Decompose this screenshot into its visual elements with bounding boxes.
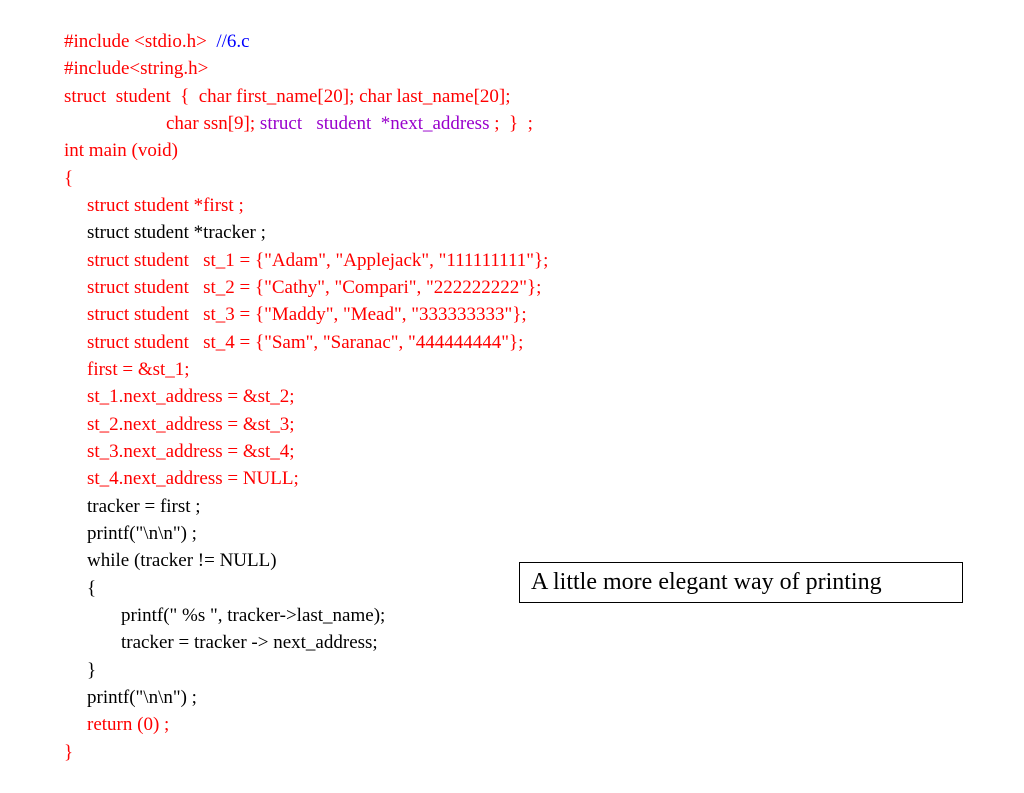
first-pointer-decl: struct student *first ; bbox=[87, 195, 244, 216]
code-line-7: struct student *first ; bbox=[68, 165, 244, 216]
code-line-6: { bbox=[45, 138, 73, 189]
file-comment: //6.c bbox=[216, 31, 250, 52]
code-line-8: struct student *tracker ; bbox=[68, 192, 266, 243]
code-line-11: struct student st_3 = {"Maddy", "Mead", … bbox=[68, 274, 527, 325]
code-line-20: while (tracker != NULL) bbox=[68, 520, 277, 571]
tracker-assign: tracker = first ; bbox=[87, 496, 201, 517]
return-statement: return (0) ; bbox=[87, 714, 170, 735]
main-signature: int main (void) bbox=[64, 140, 178, 161]
code-line-9: struct student st_1 = {"Adam", "Applejac… bbox=[68, 220, 548, 271]
printf-last-name: printf(" %s ", tracker->last_name); bbox=[121, 605, 386, 626]
code-line-15: st_2.next_address = &st_3; bbox=[68, 384, 295, 435]
code-line-4: char ssn[9]; struct student *next_addres… bbox=[147, 83, 533, 134]
while-condition: while (tracker != NULL) bbox=[87, 550, 277, 571]
next-address-field: struct student *next_address bbox=[259, 113, 490, 134]
include-stdio: #include <stdio.h> bbox=[64, 31, 217, 52]
code-line-25: printf("\n\n") ; bbox=[68, 657, 197, 708]
annotation-callout: A little more elegant way of printing bbox=[519, 562, 963, 603]
annotation-text: A little more elegant way of printing bbox=[531, 569, 882, 595]
code-line-10: struct student st_2 = {"Cathy", "Compari… bbox=[68, 247, 541, 298]
code-line-14: st_1.next_address = &st_2; bbox=[68, 356, 295, 407]
include-string: #include<string.h> bbox=[64, 58, 209, 79]
first-assign: first = &st_1; bbox=[87, 359, 190, 380]
printf-newlines-1: printf("\n\n") ; bbox=[87, 523, 197, 544]
code-line-26: return (0) ; bbox=[68, 684, 169, 735]
st4-init: struct student st_4 = {"Sam", "Saranac",… bbox=[87, 332, 524, 353]
code-line-3: struct student { char first_name[20]; ch… bbox=[45, 56, 511, 107]
code-line-5: int main (void) bbox=[45, 110, 178, 161]
code-line-19: printf("\n\n") ; bbox=[68, 493, 197, 544]
code-line-1: #include <stdio.h> //6.c bbox=[45, 1, 250, 52]
struct-close: ; } ; bbox=[489, 113, 533, 134]
code-listing: #include <stdio.h> //6.c #include<string… bbox=[45, 1, 548, 763]
st1-link: st_1.next_address = &st_2; bbox=[87, 386, 295, 407]
code-line-23: tracker = tracker -> next_address; bbox=[102, 602, 378, 653]
main-close-brace: } bbox=[64, 742, 74, 763]
code-line-2: #include<string.h> bbox=[45, 28, 208, 79]
code-line-27: } bbox=[45, 712, 73, 763]
st2-init: struct student st_2 = {"Cathy", "Compari… bbox=[87, 277, 542, 298]
code-line-24: } bbox=[68, 630, 96, 681]
code-line-16: st_3.next_address = &st_4; bbox=[68, 411, 295, 462]
st3-init: struct student st_3 = {"Maddy", "Mead", … bbox=[87, 304, 527, 325]
code-line-13: first = &st_1; bbox=[68, 329, 190, 380]
while-close-brace: } bbox=[87, 660, 97, 681]
st2-link: st_2.next_address = &st_3; bbox=[87, 414, 295, 435]
st1-init: struct student st_1 = {"Adam", "Applejac… bbox=[87, 250, 549, 271]
main-open-brace: { bbox=[64, 168, 74, 189]
st4-link: st_4.next_address = NULL; bbox=[87, 468, 299, 489]
printf-newlines-2: printf("\n\n") ; bbox=[87, 687, 197, 708]
code-line-18: tracker = first ; bbox=[68, 466, 201, 517]
while-open-brace: { bbox=[87, 578, 97, 599]
ssn-field: char ssn[9]; bbox=[166, 113, 260, 134]
code-line-21: { bbox=[68, 548, 96, 599]
struct-declaration: struct student { char first_name[20]; ch… bbox=[64, 86, 511, 107]
st3-link: st_3.next_address = &st_4; bbox=[87, 441, 295, 462]
tracker-advance: tracker = tracker -> next_address; bbox=[121, 632, 378, 653]
code-line-12: struct student st_4 = {"Sam", "Saranac",… bbox=[68, 302, 523, 353]
code-line-22: printf(" %s ", tracker->last_name); bbox=[102, 575, 385, 626]
tracker-pointer-decl: struct student *tracker ; bbox=[87, 222, 266, 243]
code-line-17: st_4.next_address = NULL; bbox=[68, 438, 299, 489]
